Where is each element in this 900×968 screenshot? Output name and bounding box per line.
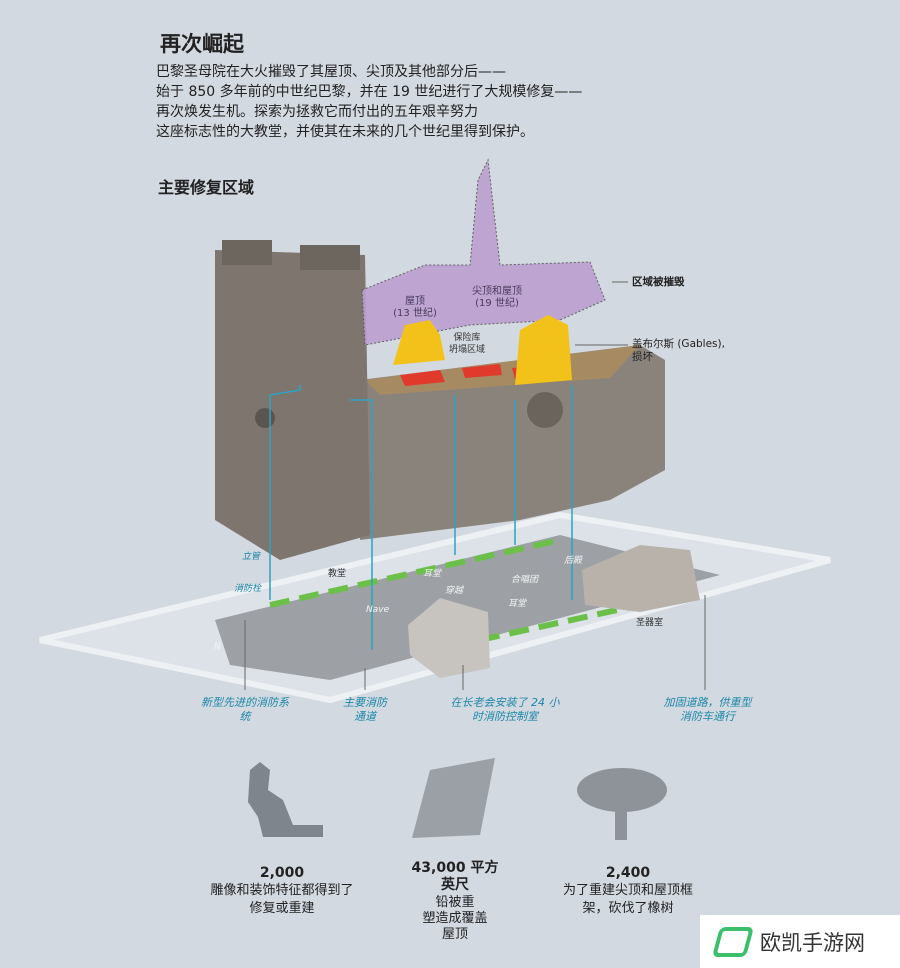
label-vault-collapse: 保险库 坍塌区域 <box>448 333 485 355</box>
label-apse: 后殿 <box>564 556 583 566</box>
stat-text: 铅被重 塑造成覆盖 屋顶 <box>422 895 488 942</box>
north-indicator: N <box>214 642 221 652</box>
presbytery-building <box>408 598 490 678</box>
label-sacristy: 圣器室 <box>636 618 664 628</box>
green-markers-2 <box>479 602 641 643</box>
label-chapel: 教堂 <box>328 569 347 579</box>
leader-lines <box>244 281 706 690</box>
label-gables: 盖布尔斯 (Gables), 损坏 <box>632 338 725 363</box>
label-hydrant: 消防栓 <box>234 584 262 594</box>
stat-value: 2,400 <box>605 865 651 881</box>
intro-line: 巴黎圣母院在大火摧毁了其屋顶、尖顶及其他部分后—— <box>156 64 506 80</box>
destroyed-roof <box>361 158 606 346</box>
callout-control-room: 在长老会安装了 24 小 时消防控制室 <box>450 696 560 723</box>
stat-statues: 2,000 雕像和装饰特征都得到了 修复或重建 <box>197 864 367 918</box>
stat-value: 2,000 <box>259 865 305 881</box>
collapse-area <box>400 370 445 386</box>
label-crossing: 穿越 <box>445 586 464 596</box>
tower-top <box>222 240 272 265</box>
gargoyle-icon <box>248 762 323 837</box>
label-riser: 立管 <box>242 552 261 562</box>
label-nave: Nave <box>366 605 390 615</box>
callout-fire-access: 主要消防 通道 <box>343 696 387 723</box>
label-transept: 耳堂 <box>508 599 527 609</box>
cathedral-nave <box>360 345 665 540</box>
stat-text: 雕像和装饰特征都得到了 修复或重建 <box>210 883 354 916</box>
label-transept: 耳堂 <box>423 569 442 579</box>
gable-left <box>393 320 445 365</box>
stat-text: 为了重建尖顶和屋顶框 架，砍伐了橡树 <box>562 883 693 916</box>
label-choir: 合唱团 <box>511 575 539 585</box>
west-towers <box>215 250 370 560</box>
sacristy-building <box>582 545 700 612</box>
watermark-text: 欧凯手游网 <box>760 930 865 955</box>
stat-lead: 43,000 平方 英尺 铅被重 塑造成覆盖 屋顶 <box>370 860 540 943</box>
label-roof-13c: 屋顶 (13 世纪) <box>393 296 437 319</box>
intro-line: 始于 850 多年前的中世纪巴黎，并在 19 世纪进行了大规模修复—— <box>156 84 583 100</box>
fire-pipes <box>269 385 573 650</box>
gable-right <box>515 315 572 385</box>
green-markers <box>269 537 561 608</box>
label-destroyed-area: 区域被摧毁 <box>632 276 685 288</box>
watermark: 欧凯手游网 <box>700 915 900 968</box>
section-title: 主要修复区域 <box>158 178 255 197</box>
collapse-area <box>462 364 502 378</box>
rose-window <box>255 408 275 428</box>
intro-text: 巴黎圣母院在大火摧毁了其屋顶、尖顶及其他部分后—— 始于 850 多年前的中世纪… <box>156 62 616 142</box>
stat-oaks: 2,400 为了重建尖顶和屋顶框 架，砍伐了橡树 <box>543 864 713 918</box>
tower-top <box>300 245 360 270</box>
stat-value: 43,000 平方 英尺 <box>411 860 499 893</box>
watermark-logo-icon <box>711 926 755 957</box>
rose-window <box>527 392 563 428</box>
page-title: 再次崛起 <box>160 32 244 56</box>
oak-tree-icon <box>577 768 667 840</box>
callout-fire-system: 新型先进的消防系 统 <box>201 696 289 723</box>
callout-reinforced-road: 加固道路，供重型 消防车通行 <box>663 696 752 723</box>
lead-roof-icon <box>412 758 495 838</box>
intro-line: 再次焕发生机。探索为拯救它而付出的五年艰辛努力 <box>156 104 478 120</box>
intro-line: 这座标志性的大教堂，并使其在未来的几个世纪里得到保护。 <box>156 124 534 140</box>
label-spire-19c: 尖顶和屋顶 (19 世纪) <box>472 286 522 309</box>
